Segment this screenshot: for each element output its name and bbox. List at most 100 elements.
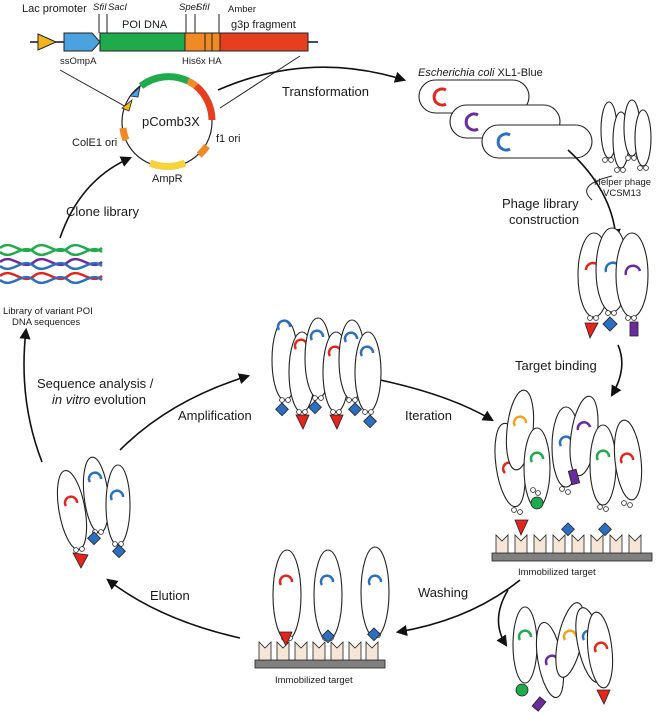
display-rect bbox=[629, 321, 639, 337]
phage-library-label: Phage library construction bbox=[502, 196, 582, 227]
plasmid-poi-arc bbox=[138, 73, 190, 89]
target-base bbox=[254, 659, 386, 669]
zoom-line-right bbox=[219, 55, 301, 109]
binding-scene: Immobilized target bbox=[491, 389, 653, 578]
ecoli-strain: XL1-Blue bbox=[494, 67, 542, 79]
phage-particle bbox=[105, 464, 131, 546]
elution-arrow bbox=[106, 578, 241, 639]
evolution-text: evolution bbox=[90, 392, 146, 407]
plasmid-ssompa-mark bbox=[129, 85, 141, 98]
helper-join-line bbox=[586, 175, 613, 201]
zoom-line-left bbox=[59, 69, 129, 109]
plasmid-his-arc bbox=[186, 77, 199, 89]
in-vitro-text: in vitro bbox=[52, 392, 90, 407]
amber-label: Amber bbox=[228, 4, 256, 15]
transformation-arrow bbox=[217, 66, 407, 91]
phage-particle bbox=[354, 331, 382, 413]
iteration-arrow bbox=[379, 379, 494, 422]
vector-construct: Lac promoter SfiI SacI POI DNA SpeI SfiI… bbox=[22, 2, 318, 67]
helper-phage bbox=[634, 109, 652, 167]
plasmid-lac-mark bbox=[121, 98, 133, 112]
phage-particle bbox=[313, 549, 343, 641]
phage-lib-line1: Phage library bbox=[502, 196, 579, 211]
washing-arrow bbox=[395, 579, 521, 637]
display-diamond bbox=[602, 316, 618, 332]
phage-particle bbox=[586, 611, 614, 689]
phage-particle bbox=[512, 606, 538, 684]
his-ha-segment bbox=[184, 32, 221, 52]
clone-library-arrow bbox=[59, 156, 133, 239]
poi-dna-label: POI DNA bbox=[122, 19, 168, 31]
helper-line2: VCSM13 bbox=[603, 188, 641, 199]
phage-particle bbox=[272, 549, 302, 641]
plasmid-g3p-arc bbox=[193, 83, 216, 121]
helper-phage-group: Helper phage VCSM13 bbox=[594, 99, 654, 199]
sequence-analysis-arrow bbox=[19, 327, 43, 463]
phage-particle bbox=[613, 419, 643, 501]
elution-label: Elution bbox=[150, 588, 190, 603]
g3p-fragment-label: g3p fragment bbox=[231, 19, 296, 31]
immobilized-target-label-2: Immobilized target bbox=[275, 675, 353, 686]
spei-site-label: SpeI bbox=[179, 2, 199, 13]
target-binding-arrow bbox=[610, 344, 623, 397]
saci-site-label: SacI bbox=[108, 2, 127, 13]
sfi-site-label-1: SfiI bbox=[93, 2, 107, 13]
phage-particle bbox=[615, 232, 649, 318]
ssompa-label: ssOmpA bbox=[60, 56, 97, 67]
cell-plasmid-blue bbox=[496, 132, 511, 152]
library-line2: DNA sequences bbox=[12, 317, 80, 328]
plasmid-name: pComb3X bbox=[142, 114, 200, 129]
cell-plasmid-red bbox=[432, 87, 447, 107]
cell-plasmid-purple bbox=[464, 112, 479, 132]
target-molecules bbox=[495, 534, 642, 554]
helper-line1: Helper phage bbox=[594, 177, 651, 188]
phage-particle bbox=[360, 546, 390, 638]
poi-dna-segment bbox=[99, 32, 186, 52]
lac-line1: Lac promoter bbox=[22, 3, 87, 15]
target-surface-1 bbox=[491, 534, 653, 562]
washed-phages bbox=[512, 602, 614, 712]
washing-label: Washing bbox=[418, 585, 468, 600]
washing-off-arrow bbox=[496, 589, 509, 647]
f1-ori-label: f1 ori bbox=[216, 133, 240, 145]
sfi-site-label-2: SfiI bbox=[196, 2, 210, 13]
plasmid-ampr-arc bbox=[148, 159, 187, 170]
phage-particle bbox=[56, 469, 88, 551]
lac-promoter-label: Lac promoter bbox=[22, 3, 87, 15]
iteration-label: Iteration bbox=[405, 408, 452, 423]
phage-lib-line2: construction bbox=[509, 212, 579, 227]
phage-particle bbox=[589, 424, 617, 506]
dna-library: Library of variant POI DNA sequences bbox=[0, 243, 103, 328]
helper-phage-label: Helper phage VCSM13 bbox=[594, 177, 654, 199]
elution-scene: Immobilized target bbox=[254, 546, 390, 686]
cole1-ori-label: ColE1 ori bbox=[72, 137, 117, 149]
immobilized-target-label-1: Immobilized target bbox=[518, 567, 596, 578]
target-surface-2 bbox=[254, 641, 386, 669]
amplification-arrow bbox=[119, 373, 251, 451]
target-base bbox=[491, 552, 653, 562]
his-ha-label: His6x HA bbox=[182, 56, 222, 67]
phage-library-particles bbox=[577, 227, 649, 340]
display-triangle bbox=[584, 322, 599, 340]
amplification-label: Amplification bbox=[178, 408, 252, 423]
target-binding-label: Target binding bbox=[515, 358, 597, 373]
library-label: Library of variant POI DNA sequences bbox=[3, 306, 95, 328]
ssompa-segment bbox=[63, 32, 101, 52]
target-molecules bbox=[258, 641, 379, 661]
ecoli-species: Escherichia coli bbox=[418, 67, 495, 79]
g3p-fragment-segment bbox=[219, 32, 309, 52]
ecoli-label: Escherichia coli XL1-Blue bbox=[418, 67, 543, 79]
in-vitro-evolution-label: in vitro evolution bbox=[52, 392, 146, 407]
plasmid-f1-arc bbox=[196, 143, 210, 158]
lac-promoter-arrow bbox=[37, 33, 58, 51]
eluted-phages bbox=[56, 456, 131, 569]
amplified-phages bbox=[271, 317, 382, 430]
plasmid-cole1-arc bbox=[119, 127, 130, 142]
phage-library-arrow bbox=[567, 149, 621, 241]
phage-particle bbox=[523, 427, 551, 509]
ampr-label: AmpR bbox=[152, 173, 183, 185]
library-line1: Library of variant POI bbox=[3, 306, 93, 317]
plasmid-pcomb3x: pComb3X ColE1 ori f1 ori AmpR bbox=[72, 73, 240, 185]
clone-library-label: Clone library bbox=[66, 204, 139, 219]
